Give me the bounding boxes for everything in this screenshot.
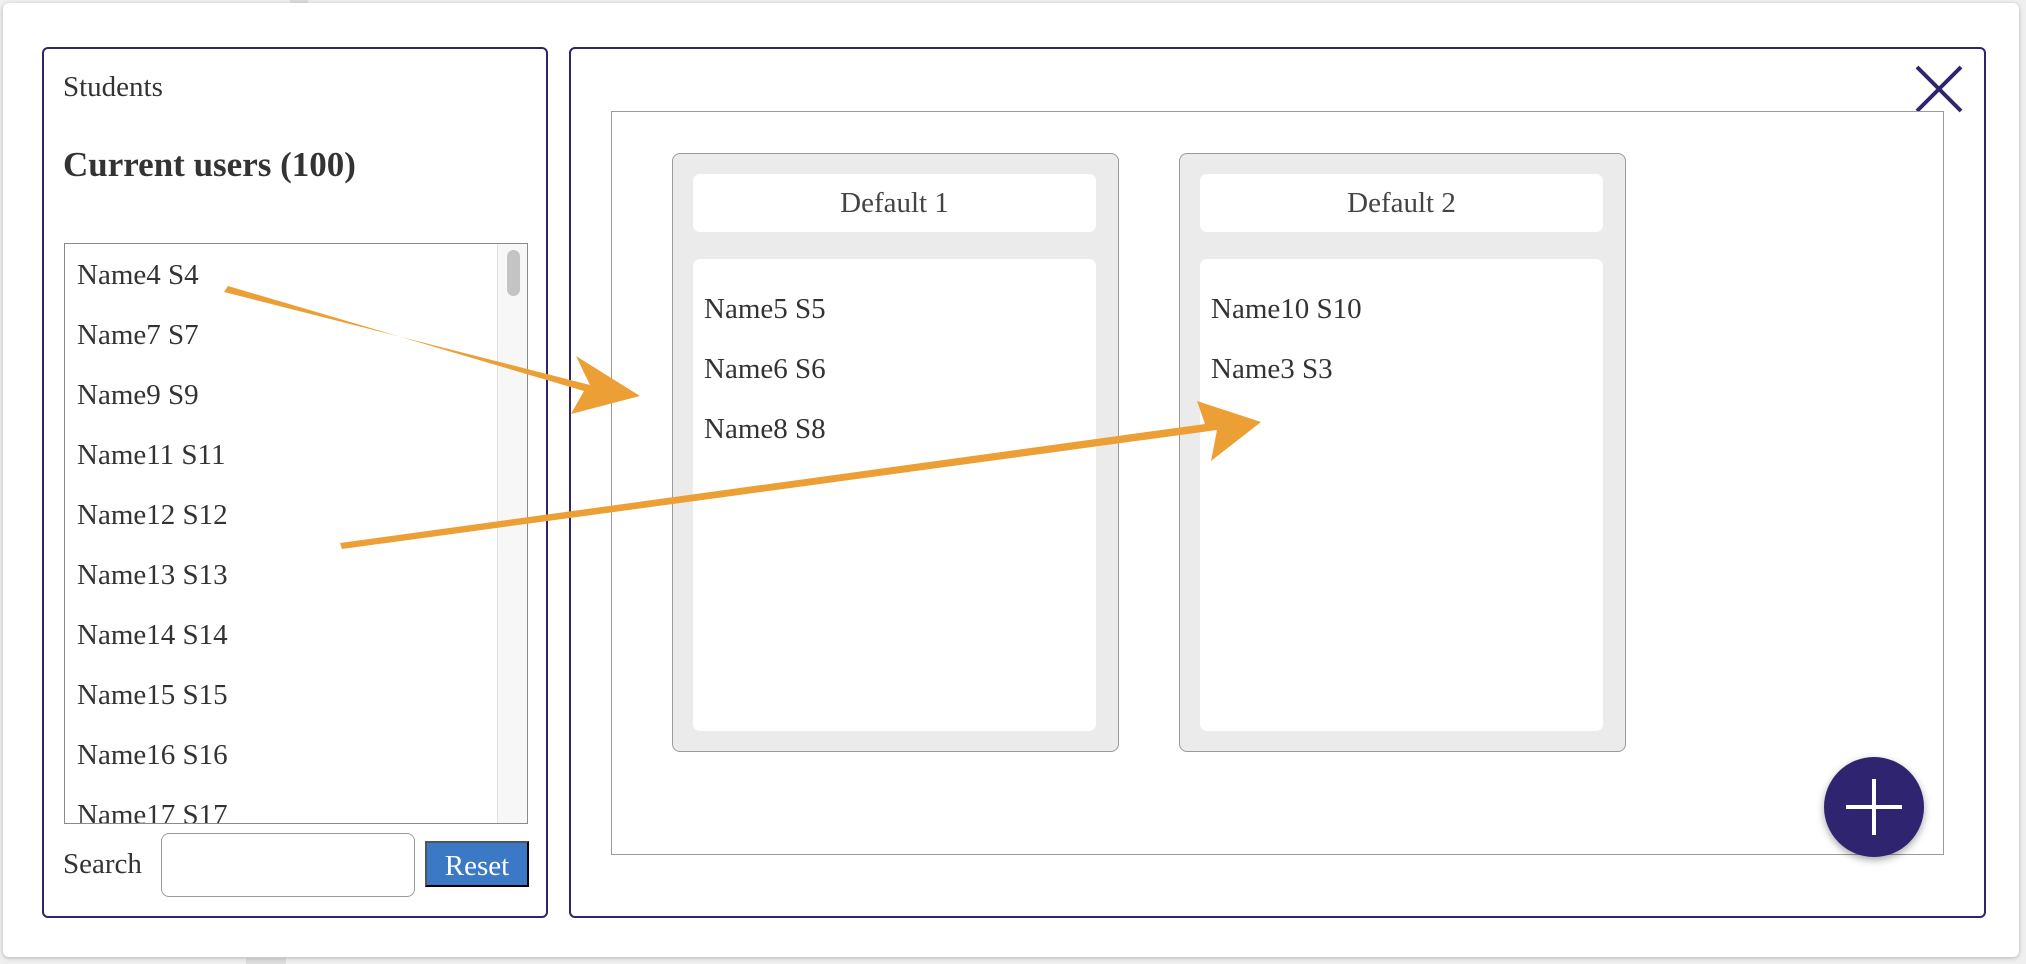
panel-caption: Students bbox=[63, 71, 163, 103]
group-title[interactable]: Default 1 bbox=[693, 174, 1096, 232]
group-member[interactable]: Name3 S3 bbox=[1211, 353, 1333, 385]
user-list-item[interactable]: Name17 S17 bbox=[77, 799, 228, 824]
current-users-heading: Current users (100) bbox=[63, 145, 356, 184]
search-row: Search Reset bbox=[63, 833, 529, 897]
user-list-scrollbar[interactable] bbox=[497, 244, 527, 823]
background-strip-bottom bbox=[246, 958, 286, 964]
group-member[interactable]: Name10 S10 bbox=[1211, 293, 1362, 325]
group-title[interactable]: Default 2 bbox=[1200, 174, 1603, 232]
user-list-item[interactable]: Name13 S13 bbox=[77, 559, 228, 591]
user-list-item[interactable]: Name7 S7 bbox=[77, 319, 199, 351]
group-member[interactable]: Name5 S5 bbox=[704, 293, 826, 325]
groups-panel: Default 1 Name5 S5 Name6 S6 Name8 S8 Def… bbox=[569, 47, 1986, 918]
user-list-item[interactable]: Name12 S12 bbox=[77, 499, 228, 531]
scrollbar-thumb[interactable] bbox=[507, 250, 520, 296]
user-list-item[interactable]: Name15 S15 bbox=[77, 679, 228, 711]
user-list-item[interactable]: Name14 S14 bbox=[77, 619, 228, 651]
add-group-button[interactable] bbox=[1824, 757, 1924, 857]
close-icon[interactable] bbox=[1914, 64, 1964, 114]
plus-icon bbox=[1846, 779, 1902, 835]
reset-button[interactable]: Reset bbox=[425, 841, 529, 887]
group-card[interactable]: Default 2 Name10 S10 Name3 S3 bbox=[1179, 153, 1626, 752]
user-list-item[interactable]: Name9 S9 bbox=[77, 379, 199, 411]
group-card[interactable]: Default 1 Name5 S5 Name6 S6 Name8 S8 bbox=[672, 153, 1119, 752]
group-member[interactable]: Name6 S6 bbox=[704, 353, 826, 385]
user-list-item[interactable]: Name4 S4 bbox=[77, 259, 199, 291]
user-list-item[interactable]: Name16 S16 bbox=[77, 739, 228, 771]
group-members[interactable]: Name5 S5 Name6 S6 Name8 S8 bbox=[693, 259, 1096, 731]
group-members[interactable]: Name10 S10 Name3 S3 bbox=[1200, 259, 1603, 731]
groups-area: Default 1 Name5 S5 Name6 S6 Name8 S8 Def… bbox=[611, 111, 1944, 855]
user-list-item[interactable]: Name11 S11 bbox=[77, 439, 226, 471]
search-label: Search bbox=[63, 848, 142, 880]
search-input[interactable] bbox=[161, 833, 415, 897]
background-strip-top bbox=[290, 0, 308, 3]
group-member[interactable]: Name8 S8 bbox=[704, 413, 826, 445]
